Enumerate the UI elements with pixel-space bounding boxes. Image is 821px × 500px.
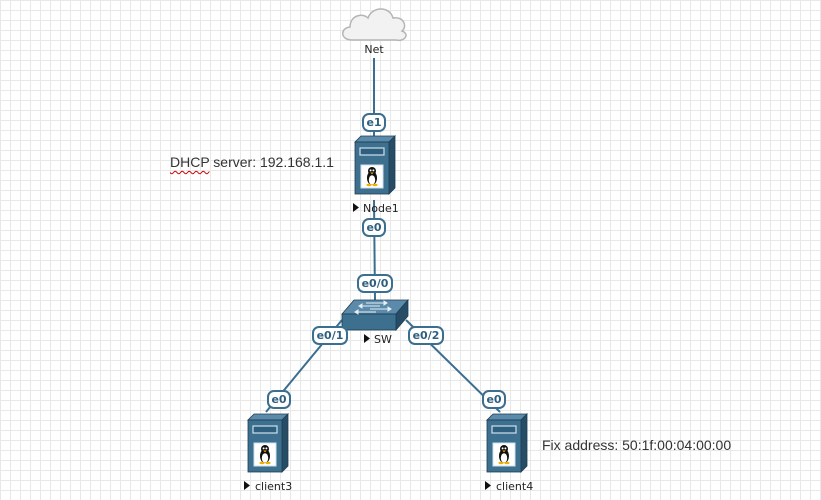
port-sw-e0-2[interactable]: e0/2 xyxy=(408,326,444,345)
node-sw[interactable] xyxy=(341,298,409,332)
sw-label: SW xyxy=(364,333,392,346)
port-net-e1[interactable]: e1 xyxy=(362,113,386,132)
node-client4[interactable] xyxy=(487,414,527,472)
client4-name: client4 xyxy=(496,480,533,493)
dhcp-word: DHCP xyxy=(170,154,210,170)
port-client4-e0[interactable]: e0 xyxy=(482,390,506,409)
dhcp-rest: server: 192.168.1.1 xyxy=(209,154,334,170)
dhcp-server-note[interactable]: DHCP server: 192.168.1.1 xyxy=(170,154,334,170)
cloud-icon xyxy=(342,8,407,42)
port-label: e0 xyxy=(271,393,286,406)
node1-label: Node1 xyxy=(353,202,399,215)
client3-label: client3 xyxy=(244,480,292,493)
linux-server-icon xyxy=(487,414,527,472)
switch-icon xyxy=(341,298,409,332)
port-node1-e0[interactable]: e0 xyxy=(362,218,386,237)
port-client3-e0[interactable]: e0 xyxy=(267,390,291,409)
node-client3[interactable] xyxy=(248,414,288,472)
port-label: e0/1 xyxy=(317,329,344,342)
port-label: e1 xyxy=(366,116,381,129)
play-icon xyxy=(364,334,370,343)
client4-label: client4 xyxy=(485,480,533,493)
port-label: e0 xyxy=(486,393,501,406)
cloud-label: Net xyxy=(364,43,384,56)
linux-server-icon xyxy=(355,136,395,194)
port-label: e0/2 xyxy=(413,329,440,342)
cloud-net[interactable]: Net xyxy=(342,8,407,56)
fix-address-note[interactable]: Fix address: 50:1f:00:04:00:00 xyxy=(542,437,732,453)
port-sw-e0-1[interactable]: e0/1 xyxy=(312,326,348,345)
port-label: e0 xyxy=(366,221,381,234)
play-icon xyxy=(353,203,359,212)
sw-name: SW xyxy=(374,333,392,346)
play-icon xyxy=(244,481,250,490)
port-sw-e0-0[interactable]: e0/0 xyxy=(357,274,393,293)
linux-server-icon xyxy=(248,414,288,472)
port-label: e0/0 xyxy=(362,277,389,290)
node1-name: Node1 xyxy=(363,202,399,215)
play-icon xyxy=(485,481,491,490)
node-node1[interactable] xyxy=(355,136,395,194)
client3-name: client3 xyxy=(255,480,292,493)
